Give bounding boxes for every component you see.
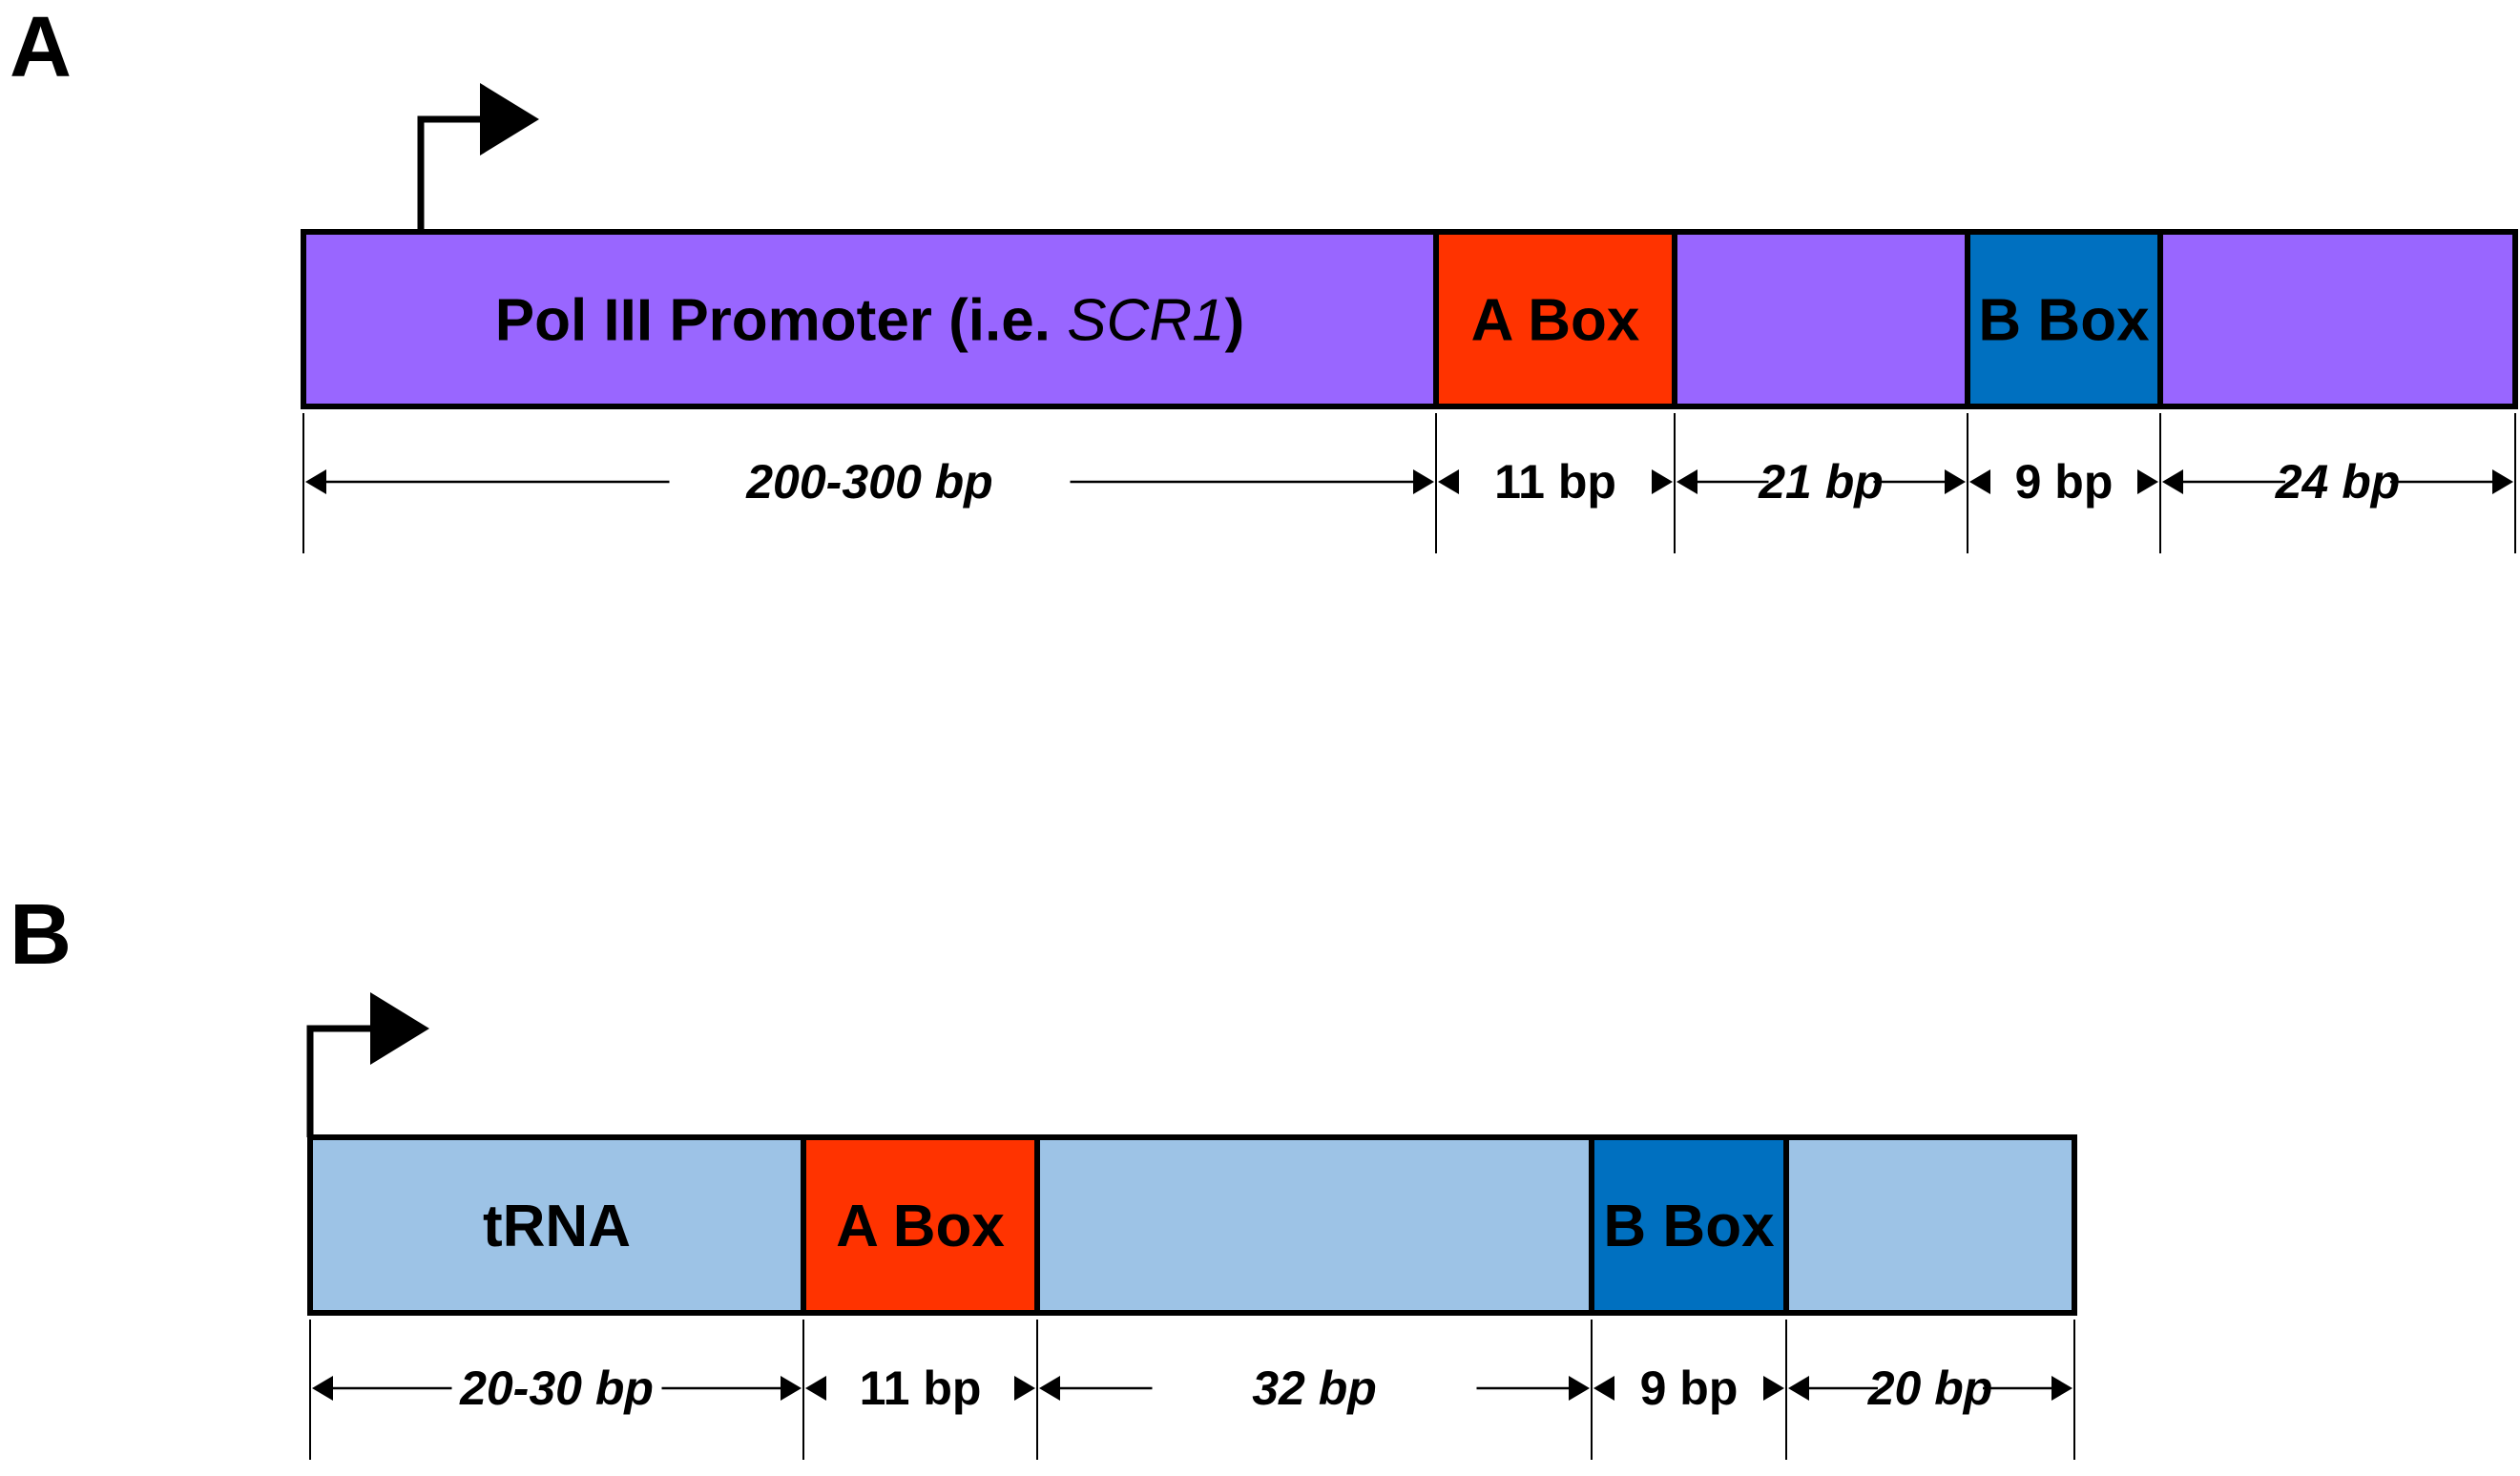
segment-b-box bbox=[1589, 1134, 1789, 1316]
dimension-4: 9 bp bbox=[1969, 455, 2158, 509]
segment-trna-label: tRNA bbox=[483, 1194, 631, 1259]
segment-trna bbox=[307, 1134, 806, 1316]
dimension-3: 32 bp bbox=[1039, 1362, 1590, 1415]
arrowhead-right-icon bbox=[2051, 1376, 2072, 1401]
length-label: 9 bp bbox=[2015, 455, 2114, 509]
transcription-start-arrow-icon bbox=[417, 83, 539, 232]
arrowhead-right-icon bbox=[1569, 1376, 1590, 1401]
arrowhead-right-icon bbox=[2492, 469, 2513, 494]
panel-label: B bbox=[10, 887, 72, 983]
panel-a: A Pol III Promoter (i.e. SCR1) A Box B Box 2… bbox=[10, 0, 2518, 553]
dimension-1: 200-300 bp bbox=[305, 455, 1434, 509]
length-label: 11 bp bbox=[860, 1362, 982, 1415]
arrowhead-left-icon bbox=[305, 469, 326, 494]
arrowhead-right-icon bbox=[1763, 1376, 1784, 1401]
dimension-2: 11 bp bbox=[1438, 455, 1673, 509]
arrowhead-left-icon bbox=[312, 1376, 333, 1401]
dimension-2: 11 bp bbox=[805, 1362, 1035, 1415]
length-label: 20-30 bp bbox=[459, 1362, 654, 1415]
segment-b-box-label: B Box bbox=[1603, 1194, 1775, 1259]
arrowhead-right-icon bbox=[1652, 469, 1673, 494]
arrowhead-left-icon bbox=[2162, 469, 2183, 494]
length-dimensions: 20-30 bp 11 bp 32 bp 9 bp 20 bp bbox=[312, 1362, 2072, 1415]
segment-a-box bbox=[1433, 229, 1677, 409]
length-label: 200-300 bp bbox=[745, 455, 992, 509]
segment-bar: tRNA A Box B Box bbox=[307, 1134, 2077, 1316]
transcription-start-arrow-icon bbox=[306, 992, 429, 1137]
arrowhead-right-icon bbox=[1945, 469, 1966, 494]
arrowhead-right-icon bbox=[1014, 1376, 1035, 1401]
arrowhead-right-icon bbox=[781, 1376, 802, 1401]
segment-tail bbox=[1783, 1134, 2077, 1316]
arrowhead-right-icon bbox=[1413, 469, 1434, 494]
length-label: 32 bp bbox=[1252, 1362, 1377, 1415]
segment-b-box bbox=[1965, 229, 2163, 409]
arrowhead-left-icon bbox=[805, 1376, 826, 1401]
length-label: 20 bp bbox=[1867, 1362, 1993, 1415]
segment-a-box-label: A Box bbox=[836, 1194, 1005, 1259]
segment-b-box-label: B Box bbox=[1978, 288, 2150, 354]
segment-promoter bbox=[301, 229, 1439, 409]
boundary-ticks bbox=[302, 413, 2516, 553]
segment-a-box-label: A Box bbox=[1471, 288, 1640, 354]
segment-bar: Pol III Promoter (i.e. SCR1) A Box B Box bbox=[301, 229, 2518, 409]
arrowhead-left-icon bbox=[1438, 469, 1459, 494]
length-dimensions: 200-300 bp 11 bp 21 bp 9 bp 24 bp bbox=[305, 455, 2513, 509]
panel-label: A bbox=[10, 0, 72, 95]
dimension-5: 20 bp bbox=[1788, 1362, 2072, 1415]
dimension-1: 20-30 bp bbox=[312, 1362, 802, 1415]
dimension-4: 9 bp bbox=[1593, 1362, 1784, 1415]
length-label: 24 bp bbox=[2275, 455, 2401, 509]
length-label: 21 bp bbox=[1758, 455, 1884, 509]
segment-promoter-label: Pol III Promoter (i.e. SCR1) bbox=[495, 288, 1245, 354]
arrowhead-left-icon bbox=[1039, 1376, 1060, 1401]
dimension-5: 24 bp bbox=[2162, 455, 2513, 509]
arrowhead-left-icon bbox=[1677, 469, 1697, 494]
length-label: 11 bp bbox=[1494, 455, 1616, 509]
arrowhead-left-icon bbox=[1593, 1376, 1614, 1401]
segment-a-box bbox=[801, 1134, 1040, 1316]
length-label: 9 bp bbox=[1640, 1362, 1739, 1415]
boundary-ticks bbox=[309, 1320, 2075, 1460]
arrowhead-right-icon bbox=[2137, 469, 2158, 494]
arrowhead-left-icon bbox=[1788, 1376, 1809, 1401]
segment-spacer bbox=[1034, 1134, 1594, 1316]
segment-tail bbox=[2157, 229, 2518, 409]
dimension-3: 21 bp bbox=[1677, 455, 1966, 509]
arrowhead-left-icon bbox=[1969, 469, 1990, 494]
segment-spacer bbox=[1672, 229, 1970, 409]
